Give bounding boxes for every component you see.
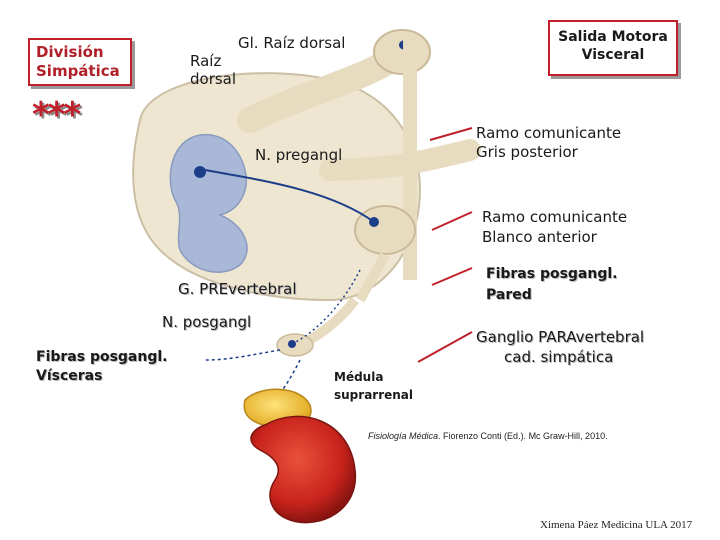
- ganglio-para-label-line1: Ganglio PARAvertebral: [476, 328, 645, 346]
- medula-label-line2: suprarrenal: [334, 388, 414, 402]
- g-prevertebral-label: G. PREvertebral: [178, 280, 297, 298]
- fibras-visceras-label-line2: Vísceras: [36, 368, 103, 384]
- division-label-line2: Simpática: [36, 62, 120, 80]
- prevertebral-chain: [276, 269, 361, 357]
- citation-rest: . Fiorenzo Conti (Ed.). Mc Graw-Hill, 20…: [438, 431, 608, 441]
- kidney-adrenal: [243, 388, 357, 524]
- preganglionic-neuron: [194, 166, 206, 178]
- ramo-blanco-label-line2: Blanco anterior: [482, 228, 597, 246]
- division-simpatica-box: División Simpática: [28, 38, 132, 86]
- fibras-pared-label-line1: Fibras posgangl.: [486, 266, 618, 282]
- postganglionic-fiber-viscera: [204, 349, 281, 361]
- ganglio-para-label-line2: cad. simpática: [504, 348, 614, 366]
- ramo-gris-label-line1: Ramo comunicante: [476, 124, 622, 142]
- author-footer: Ximena Páez Medicina ULA 2017: [540, 519, 693, 531]
- ramo-blanco-label-line1: Ramo comunicante: [482, 208, 628, 226]
- callout-lines: [417, 127, 473, 363]
- motor-label-line2: Visceral: [581, 47, 645, 63]
- citation-title: Fisiología Médica: [368, 431, 439, 441]
- fibras-pared-label-line2: Pared: [486, 287, 532, 303]
- n-pregangl-label: N. pregangl: [255, 146, 343, 164]
- raiz-dorsal-label-line1: Raíz: [190, 52, 222, 70]
- salida-motora-box: Salida Motora Visceral: [548, 20, 678, 76]
- gl-raiz-dorsal-label: Gl. Raíz dorsal: [238, 34, 346, 52]
- raiz-dorsal-label-line2: dorsal: [190, 70, 237, 88]
- emphasis-stars: ***: [32, 95, 81, 135]
- fibras-visceras-label-line1: Fibras posgangl.: [36, 349, 168, 365]
- medula-label-line1: Médula: [334, 370, 384, 384]
- n-posgangl-label: N. posgangl: [162, 313, 252, 331]
- division-label-line1: División: [36, 43, 104, 61]
- source-citation: Fisiología Médica. Fiorenzo Conti (Ed.).…: [368, 431, 608, 441]
- preganglionic-fiber: [204, 169, 375, 223]
- ramo-gris-label-line2: Gris posterior: [476, 143, 578, 161]
- motor-label-line1: Salida Motora: [558, 29, 668, 45]
- spinal-cord: [132, 72, 422, 302]
